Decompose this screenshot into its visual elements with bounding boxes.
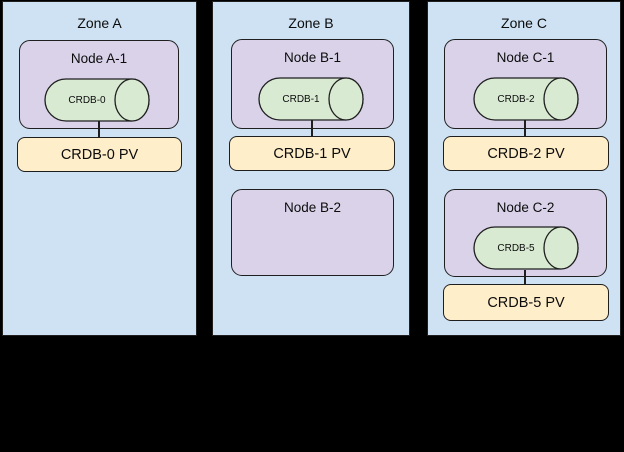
zone-c-label: Zone C	[501, 15, 547, 31]
zone-a-label: Zone A	[77, 15, 122, 31]
cylinder-icon	[44, 78, 150, 122]
pv-crdb-0-label: CRDB-0 PV	[60, 146, 139, 163]
zone-b: Zone B Node B-1 CRDB-1 CRDB-1 PV Node B-…	[212, 1, 410, 336]
database-crdb-0: CRDB-0	[44, 78, 153, 122]
connector-crdb2-to-pv	[524, 120, 526, 137]
database-crdb-1: CRDB-1	[258, 77, 367, 121]
node-c1-label: Node C-1	[496, 50, 555, 65]
connector-crdb0-to-pv	[98, 121, 100, 138]
pv-crdb-5: CRDB-5 PV	[443, 284, 609, 321]
pv-crdb-1-label: CRDB-1 PV	[273, 145, 351, 162]
node-b2: Node B-2	[231, 189, 394, 276]
connector-crdb5-to-pv	[524, 270, 526, 285]
database-crdb-2-label: CRDB-2	[497, 93, 535, 105]
pv-crdb-1: CRDB-1 PV	[229, 136, 395, 171]
node-b2-label: Node B-2	[283, 200, 342, 215]
cylinder-icon	[258, 77, 364, 121]
zone-c: Zone C Node C-1 CRDB-2 CRDB-2 PV Node C-…	[427, 1, 621, 336]
pv-crdb-2-label: CRDB-2 PV	[487, 145, 565, 162]
cylinder-icon	[473, 226, 579, 270]
database-crdb-1-label: CRDB-1	[282, 93, 320, 105]
connector-crdb1-to-pv	[311, 120, 313, 137]
node-c2-label: Node C-2	[496, 200, 555, 215]
pv-crdb-0: CRDB-0 PV	[17, 137, 182, 172]
node-a1-label: Node A-1	[70, 51, 128, 66]
pv-crdb-5-label: CRDB-5 PV	[487, 294, 565, 311]
zone-a: Zone A Node A-1 CRDB-0 CRDB-0 PV	[2, 1, 197, 336]
database-crdb-2: CRDB-2	[473, 77, 582, 121]
database-crdb-5-label: CRDB-5	[497, 242, 535, 254]
cylinder-icon	[473, 77, 579, 121]
pv-crdb-2: CRDB-2 PV	[443, 136, 609, 171]
database-crdb-0-label: CRDB-0	[68, 94, 106, 106]
node-b1-label: Node B-1	[283, 50, 342, 65]
zone-b-label: Zone B	[288, 15, 334, 31]
database-crdb-5: CRDB-5	[473, 226, 582, 270]
